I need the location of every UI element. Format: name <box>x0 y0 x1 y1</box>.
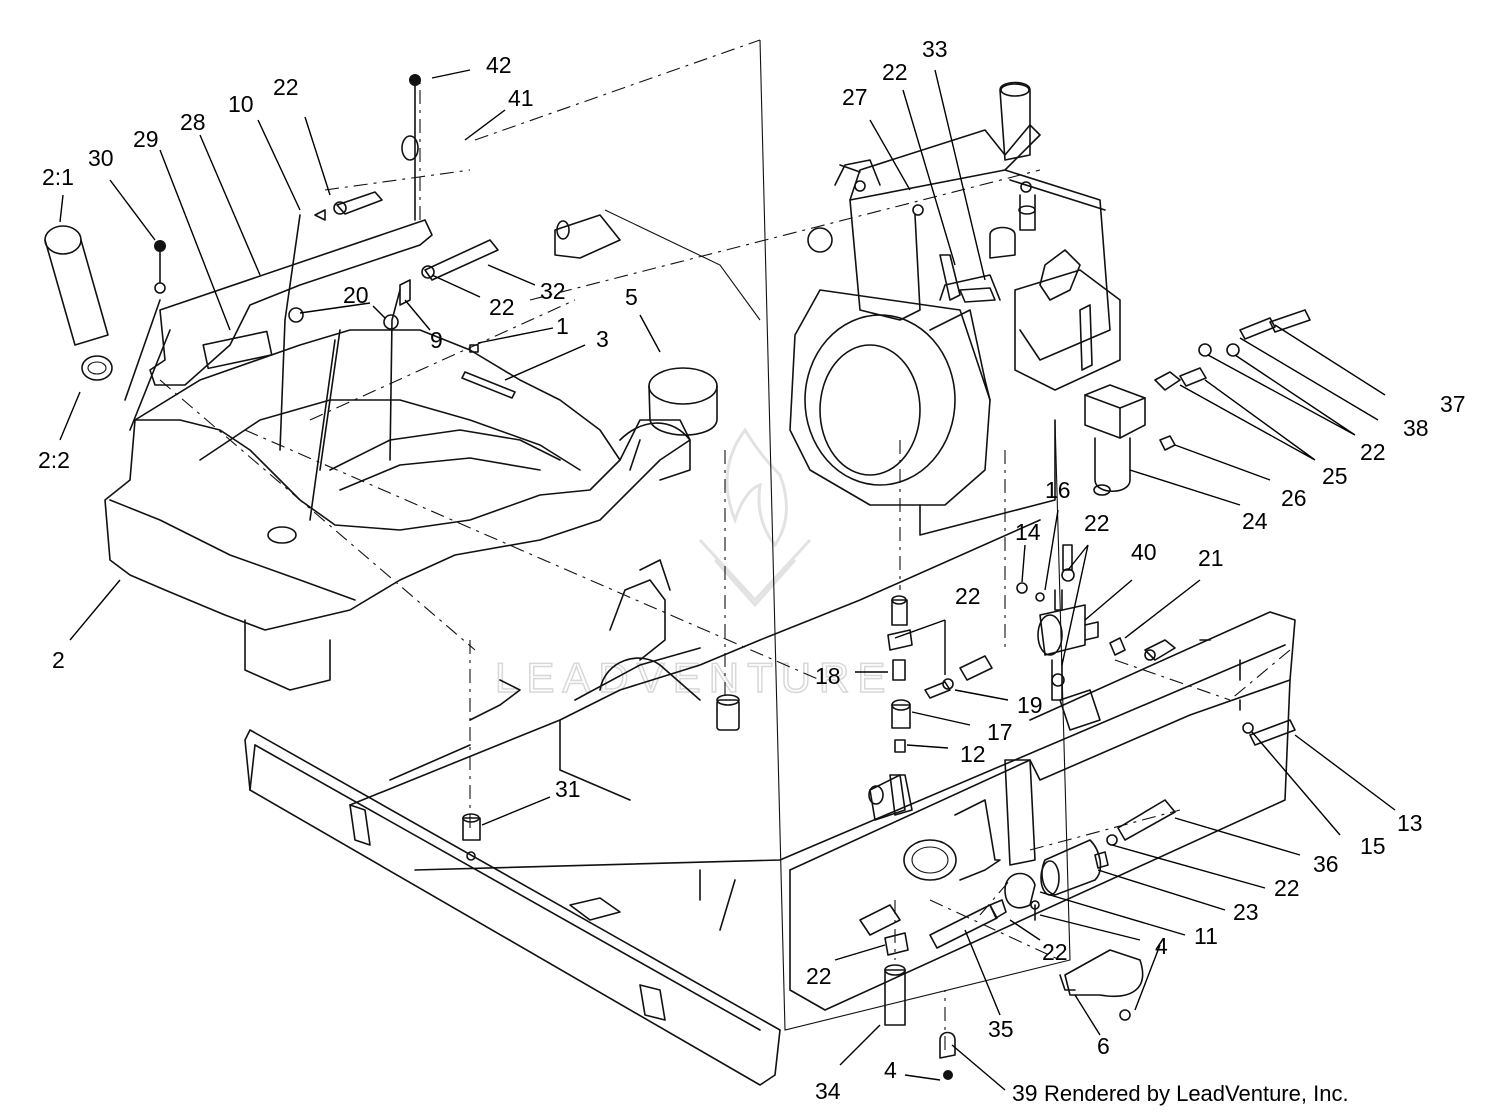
callout-10: 10 <box>228 91 254 117</box>
callout-28: 28 <box>180 109 206 135</box>
callout-9: 9 <box>430 327 443 353</box>
callout-20: 20 <box>343 282 369 308</box>
callout-2-1: 2:1 <box>42 164 74 190</box>
callout-32: 32 <box>540 278 566 304</box>
callout-31: 31 <box>555 776 581 802</box>
leadventure-watermark: LEADVENTURE <box>494 427 893 702</box>
callout-22: 22 <box>1274 875 1300 901</box>
callout-19: 19 <box>1017 692 1043 718</box>
callout-21: 21 <box>1198 545 1224 571</box>
callout-11: 11 <box>1194 923 1218 949</box>
callout-26: 26 <box>1281 485 1307 511</box>
callout-22: 22 <box>489 294 515 320</box>
callout-18: 18 <box>815 663 841 689</box>
callout-16: 16 <box>1045 477 1071 503</box>
center-fittings <box>887 595 993 816</box>
callout-40: 40 <box>1131 539 1157 565</box>
callout-34: 34 <box>815 1078 841 1104</box>
main-frame <box>244 519 1296 1086</box>
callout-5: 5 <box>625 284 638 310</box>
callout-41: 41 <box>508 85 534 111</box>
callout-6: 6 <box>1097 1033 1110 1059</box>
engine-27 <box>789 81 1121 536</box>
callout-23: 23 <box>1233 899 1259 925</box>
fuel-cap-2-1 <box>44 225 113 381</box>
rendered-by-credit: Rendered by LeadVenture, Inc. <box>1044 1081 1349 1106</box>
callout-2-2: 2:2 <box>38 447 70 473</box>
spacers-31 <box>462 813 481 861</box>
fasteners-upper-left <box>154 74 621 521</box>
callout-22: 22 <box>882 59 908 85</box>
callout-27: 27 <box>842 84 868 110</box>
callout-4: 4 <box>884 1057 897 1083</box>
callout-33: 33 <box>922 36 948 62</box>
fuel-filter-24 <box>1084 309 1311 496</box>
fuel-pump-40 <box>1016 544 1296 746</box>
callout-3: 3 <box>596 326 609 352</box>
fuel-tank-2 <box>104 329 718 691</box>
lower-fuel-parts <box>884 799 1176 1080</box>
callout-22: 22 <box>1360 439 1386 465</box>
callout-39: 39 <box>1012 1080 1038 1106</box>
callout-22: 22 <box>1084 510 1110 536</box>
callout-22: 22 <box>806 963 832 989</box>
callout-12: 12 <box>960 741 986 767</box>
callout-29: 29 <box>133 126 159 152</box>
callout-35: 35 <box>988 1016 1014 1042</box>
tank-bracket-28 <box>124 219 433 431</box>
engine-mount-plate <box>604 39 1071 1031</box>
leader-lines <box>59 69 1396 1091</box>
callout-22: 22 <box>273 74 299 100</box>
callout-17: 17 <box>987 719 1013 745</box>
callout-22: 22 <box>955 583 981 609</box>
callout-labels: 42 41 22 10 28 29 30 2:1 2:2 20 9 22 32 … <box>38 36 1466 1106</box>
watermark-text: LEADVENTURE <box>495 654 893 701</box>
callout-22: 22 <box>1042 939 1068 965</box>
callout-25: 25 <box>1322 463 1348 489</box>
callout-2: 2 <box>52 647 65 673</box>
callout-24: 24 <box>1242 508 1268 534</box>
callout-4: 4 <box>1155 933 1168 959</box>
callout-14: 14 <box>1015 519 1041 545</box>
callout-30: 30 <box>88 145 114 171</box>
callout-13: 13 <box>1397 810 1423 836</box>
callout-36: 36 <box>1313 851 1339 877</box>
callout-15: 15 <box>1360 833 1386 859</box>
callout-38: 38 <box>1403 415 1429 441</box>
callout-42: 42 <box>486 52 512 78</box>
callout-1: 1 <box>556 313 569 339</box>
callout-37: 37 <box>1440 391 1466 417</box>
